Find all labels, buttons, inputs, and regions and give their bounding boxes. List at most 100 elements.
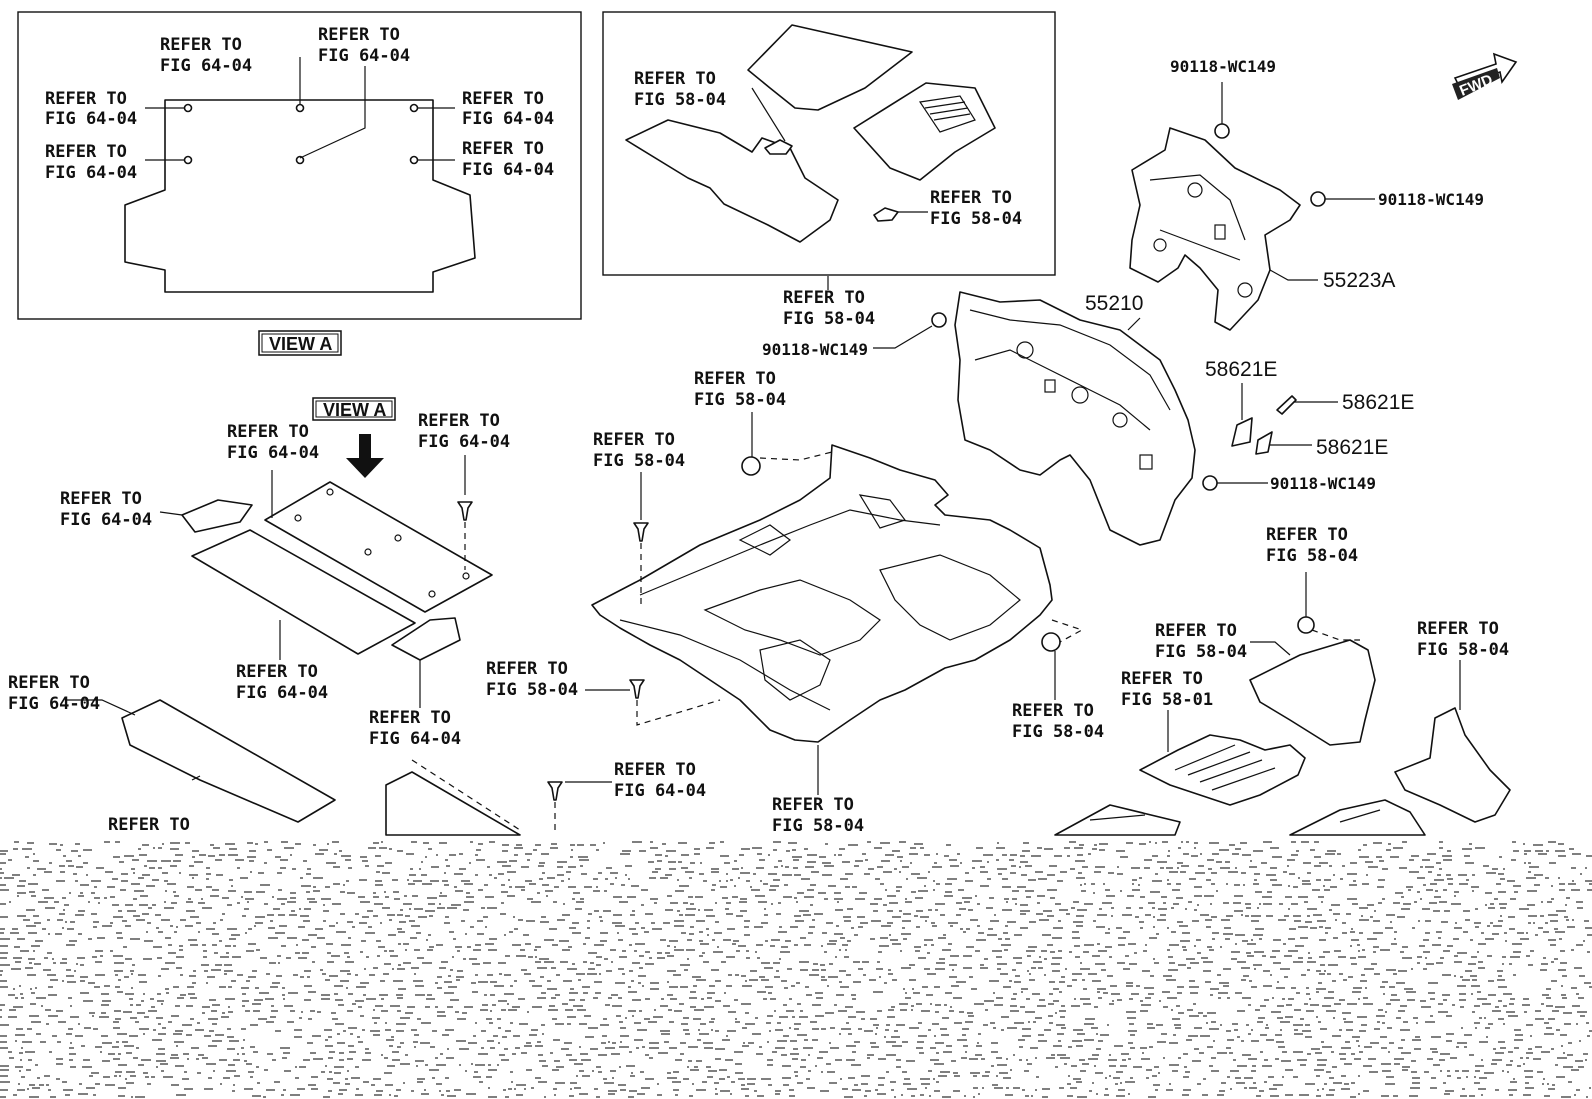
label-refer-to: REFER TO bbox=[236, 662, 318, 682]
label-fig-ref: FIG 64-04 bbox=[236, 683, 328, 703]
label-refer-to: REFER TO bbox=[227, 422, 309, 442]
floor-protector-outline bbox=[1139, 734, 1306, 806]
label-fig-ref: FIG 64-04 bbox=[418, 432, 510, 452]
label-refer-to: REFER TO bbox=[462, 139, 544, 159]
label-fig-ref: FIG 64-04 bbox=[462, 109, 554, 129]
deck-board-outline bbox=[124, 99, 476, 293]
label-refer-to: REFER TO bbox=[614, 760, 696, 780]
label-refer-to: REFER TO bbox=[45, 142, 127, 162]
label-refer-to: REFER TO bbox=[369, 708, 451, 728]
part-number-pad: 58621E bbox=[1205, 358, 1277, 381]
label-fig-ref: FIG 58-04 bbox=[1012, 722, 1104, 742]
label-fig-ref: FIG 64-04 bbox=[227, 443, 319, 463]
label-refer-to: REFER TO bbox=[1155, 621, 1237, 641]
front-mat-left-outline bbox=[625, 119, 839, 243]
side-cover-right-outline bbox=[391, 617, 461, 661]
floor-cover-outline bbox=[1249, 639, 1376, 746]
view-direction-arrow-icon bbox=[346, 434, 384, 478]
pad-icon bbox=[1231, 417, 1253, 447]
nut-icon bbox=[931, 312, 947, 328]
view-a-frame bbox=[17, 11, 582, 320]
view-a-arrow-label: VIEW A bbox=[323, 400, 386, 420]
label-refer-to: REFER TO bbox=[418, 411, 500, 431]
part-number-pad: 58621E bbox=[1316, 436, 1388, 459]
label-fig-ref: FIG 58-04 bbox=[634, 90, 726, 110]
side-duct-outline bbox=[1394, 707, 1511, 823]
nut-icon bbox=[1214, 123, 1230, 139]
label-fig-ref: FIG 64-04 bbox=[45, 109, 137, 129]
part-number-nut: 90118-WC149 bbox=[1170, 57, 1276, 76]
clip-icon bbox=[547, 781, 563, 801]
label-fig-ref: FIG 58-04 bbox=[783, 309, 875, 329]
label-refer-to: REFER TO bbox=[1012, 701, 1094, 721]
label-refer-to: REFER TO bbox=[593, 430, 675, 450]
pad-icon bbox=[1255, 431, 1273, 455]
label-refer-to: REFER TO bbox=[108, 815, 190, 835]
fwd-direction-badge: FWD bbox=[1452, 52, 1518, 100]
label-fig-ref: FIG 58-04 bbox=[1155, 642, 1247, 662]
nut-icon bbox=[1202, 475, 1218, 491]
floor-carpet-assembly: REFER TO FIG 58-04 REFER TO FIG 58-04 RE… bbox=[486, 369, 1104, 836]
label-refer-to: REFER TO bbox=[45, 89, 127, 109]
clip-icon bbox=[629, 679, 645, 699]
label-fig-ref: FIG 58-04 bbox=[930, 209, 1022, 229]
luggage-parts: VIEW A REFER TO FIG 64-04 REFER TO FIG 6… bbox=[8, 397, 706, 836]
label-refer-to: REFER TO bbox=[1417, 619, 1499, 639]
label-fig-ref: FIG 64-04 bbox=[369, 729, 461, 749]
deck-board-lower-outline bbox=[191, 529, 416, 655]
label-fig-ref: FIG 64-04 bbox=[614, 781, 706, 801]
part-number-nut: 90118-WC149 bbox=[762, 340, 868, 359]
label-refer-to: REFER TO bbox=[783, 288, 865, 308]
label-refer-to: REFER TO bbox=[318, 25, 400, 45]
side-cover-left-outline bbox=[181, 499, 253, 533]
view-a-panel: REFER TO FIG 64-04 REFER TO FIG 64-04 RE… bbox=[17, 11, 582, 320]
label-fig-ref: FIG 58-04 bbox=[772, 816, 864, 836]
label-refer-to: REFER TO bbox=[60, 489, 142, 509]
scan-noise-band bbox=[0, 841, 1592, 1098]
label-fig-ref: FIG 58-04 bbox=[486, 680, 578, 700]
label-refer-to: REFER TO bbox=[486, 659, 568, 679]
label-refer-to: REFER TO bbox=[772, 795, 854, 815]
label-refer-to: REFER TO bbox=[1121, 669, 1203, 689]
view-a-caption: VIEW A bbox=[258, 330, 342, 356]
label-refer-to: REFER TO bbox=[930, 188, 1012, 208]
grommet-icon bbox=[1297, 616, 1315, 634]
part-number-nut: 90118-WC149 bbox=[1270, 474, 1376, 493]
trim-lower-outline bbox=[385, 771, 521, 836]
pad-icon bbox=[1276, 395, 1297, 415]
part-number-silencer: 55210 bbox=[1085, 292, 1143, 315]
dash-silencer-assembly: 90118-WC149 90118-WC149 90118-WC149 9011… bbox=[762, 57, 1484, 546]
view-a-caption-text: VIEW A bbox=[269, 334, 332, 354]
part-number-silencer: 55223A bbox=[1323, 269, 1395, 292]
clip-icon bbox=[633, 522, 649, 542]
label-refer-to: REFER TO bbox=[462, 89, 544, 109]
label-fig-ref: FIG 58-04 bbox=[1417, 640, 1509, 660]
silencer-main-outline bbox=[954, 291, 1196, 546]
noise-strokes bbox=[0, 841, 1592, 1098]
lower-pad-left-outline bbox=[1054, 804, 1181, 836]
floor-mat-panel: REFER TO FIG 58-04 REFER TO FIG 58-04 bbox=[602, 11, 1056, 276]
floor-carpet-outline bbox=[591, 444, 1053, 743]
deck-board-upper-outline bbox=[264, 481, 493, 613]
clip-icon bbox=[457, 501, 473, 521]
tonneau-cover-outline bbox=[121, 699, 336, 823]
part-number-pad: 58621E bbox=[1342, 391, 1414, 414]
label-fig-ref: FIG 58-04 bbox=[593, 451, 685, 471]
label-refer-to: REFER TO bbox=[1266, 525, 1348, 545]
label-fig-ref: FIG 58-04 bbox=[1266, 546, 1358, 566]
front-mat-right-outline bbox=[853, 82, 996, 181]
part-number-nut: 90118-WC149 bbox=[1378, 190, 1484, 209]
label-fig-ref: FIG 64-04 bbox=[462, 160, 554, 180]
label-fig-ref: FIG 64-04 bbox=[8, 694, 100, 714]
label-fig-ref: FIG 64-04 bbox=[60, 510, 152, 530]
grommet-icon bbox=[741, 456, 761, 476]
label-fig-ref: FIG 58-01 bbox=[1121, 690, 1213, 710]
label-fig-ref: FIG 64-04 bbox=[318, 46, 410, 66]
nut-icon bbox=[1310, 191, 1326, 207]
label-fig-ref: FIG 58-04 bbox=[694, 390, 786, 410]
label-refer-to: REFER TO bbox=[160, 35, 242, 55]
grommet-icon bbox=[1041, 632, 1061, 652]
lower-pad-right-outline bbox=[1289, 799, 1426, 836]
lower-right-parts: REFER TO FIG 58-04 REFER TO FIG 58-04 RE… bbox=[1054, 525, 1511, 836]
